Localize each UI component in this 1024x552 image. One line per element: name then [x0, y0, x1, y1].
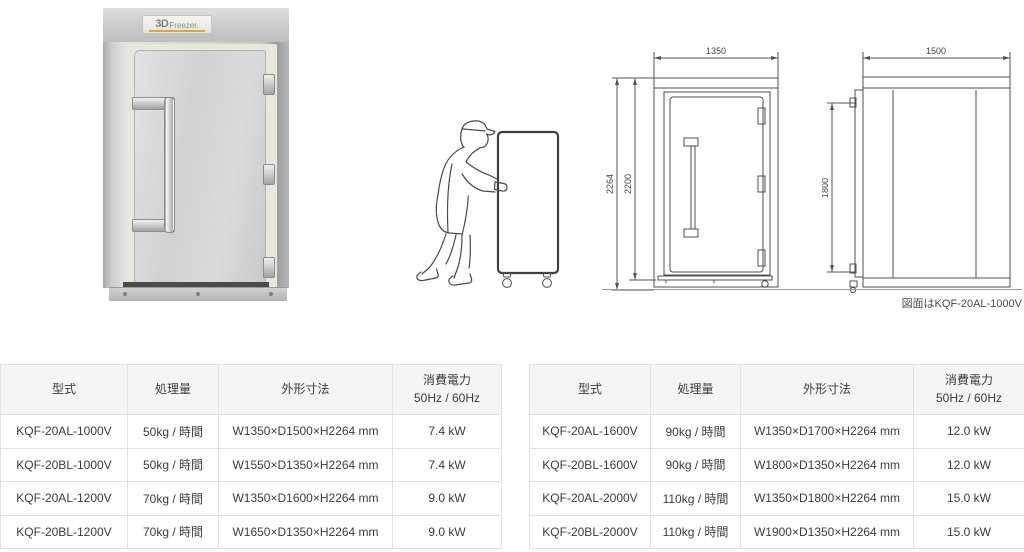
- table-header-row: 型式 処理量 外形寸法 消費電力 50Hz / 60Hz: [0, 364, 502, 415]
- power-cell: 9.0 kW: [392, 481, 502, 516]
- col-header-power: 消費電力 50Hz / 60Hz: [392, 364, 502, 415]
- base-plate: [109, 287, 287, 301]
- col-header-capacity: 処理量: [650, 364, 741, 415]
- front-height-outer-dim-label: 2264: [605, 174, 615, 194]
- model-cell: KQF-20BL-1600V: [529, 447, 651, 482]
- freezer-product-photo: 3D Freezer.: [103, 6, 289, 304]
- dimensions-cell: W1800×D1350×H2264 mm: [740, 447, 914, 482]
- base-bolt: [269, 292, 273, 296]
- capacity-cell: 50kg / 時間: [127, 447, 219, 482]
- brand-logo-3d: 3D: [155, 18, 169, 30]
- brand-logo-underline: [149, 30, 205, 32]
- table-row: KQF-20AL-1200V 70kg / 時間 W1350×D1600×H22…: [0, 481, 502, 516]
- model-cell: KQF-20BL-1000V: [0, 447, 128, 482]
- table-row: KQF-20BL-1200V 70kg / 時間 W1650×D1350×H22…: [0, 514, 502, 549]
- capacity-cell: 110kg / 時間: [650, 481, 741, 516]
- dimensions-cell: W1350×D1800×H2264 mm: [740, 481, 914, 516]
- door-hinge-top: [263, 74, 275, 95]
- power-cell: 7.4 kW: [392, 414, 502, 449]
- brand-logo-freezer: Freezer.: [169, 20, 199, 30]
- door-hinge-middle: [263, 164, 275, 185]
- handle-bracket-bottom: [132, 219, 175, 232]
- table-row: KQF-20BL-2000V 110kg / 時間 W1900×D1350×H2…: [529, 514, 1024, 549]
- capacity-cell: 110kg / 時間: [650, 514, 741, 549]
- base-bolt: [123, 292, 127, 296]
- dimensions-cell: W1650×D1350×H2264 mm: [218, 514, 393, 549]
- col-header-model: 型式: [0, 364, 128, 415]
- ground-line: [602, 289, 1022, 290]
- capacity-cell: 70kg / 時間: [127, 481, 219, 516]
- power-cell: 9.0 kW: [392, 514, 502, 549]
- handle-bracket-top: [132, 97, 175, 110]
- caster-wheel-icon: [502, 272, 552, 288]
- brand-logo-plate: 3D Freezer.: [142, 15, 212, 34]
- model-cell: KQF-20AL-1600V: [529, 414, 651, 449]
- cart: [496, 130, 560, 275]
- front-width-dim-label: 1350: [706, 46, 726, 56]
- model-cell: KQF-20AL-1000V: [0, 414, 128, 449]
- dimensions-cell: W1350×D1600×H2264 mm: [218, 481, 393, 516]
- dimensions-cell: W1550×D1350×H2264 mm: [218, 447, 393, 482]
- freezer-door: [134, 50, 266, 286]
- model-cell: KQF-20BL-1200V: [0, 514, 128, 549]
- col-header-model: 型式: [529, 364, 651, 415]
- capacity-cell: 70kg / 時間: [127, 514, 219, 549]
- power-cell: 7.4 kW: [392, 447, 502, 482]
- col-header-power: 消費電力 50Hz / 60Hz: [913, 364, 1024, 415]
- table-row: KQF-20AL-2000V 110kg / 時間 W1350×D1800×H2…: [529, 481, 1024, 516]
- worker-cart-illustration: [416, 120, 560, 288]
- power-cell: 15.0 kW: [913, 481, 1024, 516]
- dimensions-cell: W1350×D1500×H2264 mm: [218, 414, 393, 449]
- col-header-capacity: 処理量: [127, 364, 219, 415]
- side-view-drawing: 1500 1800: [822, 46, 1011, 294]
- front-height-inner-dim-label: 2200: [623, 174, 633, 194]
- capacity-cell: 90kg / 時間: [650, 447, 741, 482]
- side-width-dim-label: 1500: [926, 46, 946, 56]
- base-gap: [123, 282, 269, 287]
- table-row: KQF-20AL-1600V 90kg / 時間 W1350×D1700×H22…: [529, 414, 1024, 449]
- power-cell: 15.0 kW: [913, 514, 1024, 549]
- table-row: KQF-20BL-1000V 50kg / 時間 W1550×D1350×H22…: [0, 447, 502, 482]
- model-cell: KQF-20BL-2000V: [529, 514, 651, 549]
- dimensions-cell: W1900×D1350×H2264 mm: [740, 514, 914, 549]
- power-cell: 12.0 kW: [913, 447, 1024, 482]
- worker-figure: [416, 120, 508, 286]
- door-hinge-bottom: [263, 257, 275, 278]
- spec-table-right: 型式 処理量 外形寸法 消費電力 50Hz / 60Hz KQF-20AL-16…: [529, 364, 1024, 549]
- front-view-drawing: 1350 2264 2200: [605, 46, 779, 291]
- spec-table-left: 型式 処理量 外形寸法 消費電力 50Hz / 60Hz KQF-20AL-10…: [0, 364, 502, 549]
- table-header-row: 型式 処理量 外形寸法 消費電力 50Hz / 60Hz: [529, 364, 1024, 415]
- door-handle: [164, 97, 175, 233]
- drawing-caption: 図面はKQF-20AL-1000V: [901, 298, 1022, 310]
- capacity-cell: 90kg / 時間: [650, 414, 741, 449]
- side-height-dim-label: 1800: [822, 178, 830, 198]
- capacity-cell: 50kg / 時間: [127, 414, 219, 449]
- model-cell: KQF-20AL-2000V: [529, 481, 651, 516]
- table-row: KQF-20AL-1000V 50kg / 時間 W1350×D1500×H22…: [0, 414, 502, 449]
- table-row: KQF-20BL-1600V 90kg / 時間 W1800×D1350×H22…: [529, 447, 1024, 482]
- model-cell: KQF-20AL-1200V: [0, 481, 128, 516]
- power-cell: 12.0 kW: [913, 414, 1024, 449]
- col-header-dimensions: 外形寸法: [740, 364, 914, 415]
- col-header-dimensions: 外形寸法: [218, 364, 393, 415]
- base-bolt: [196, 292, 200, 296]
- dimensions-cell: W1350×D1700×H2264 mm: [740, 414, 914, 449]
